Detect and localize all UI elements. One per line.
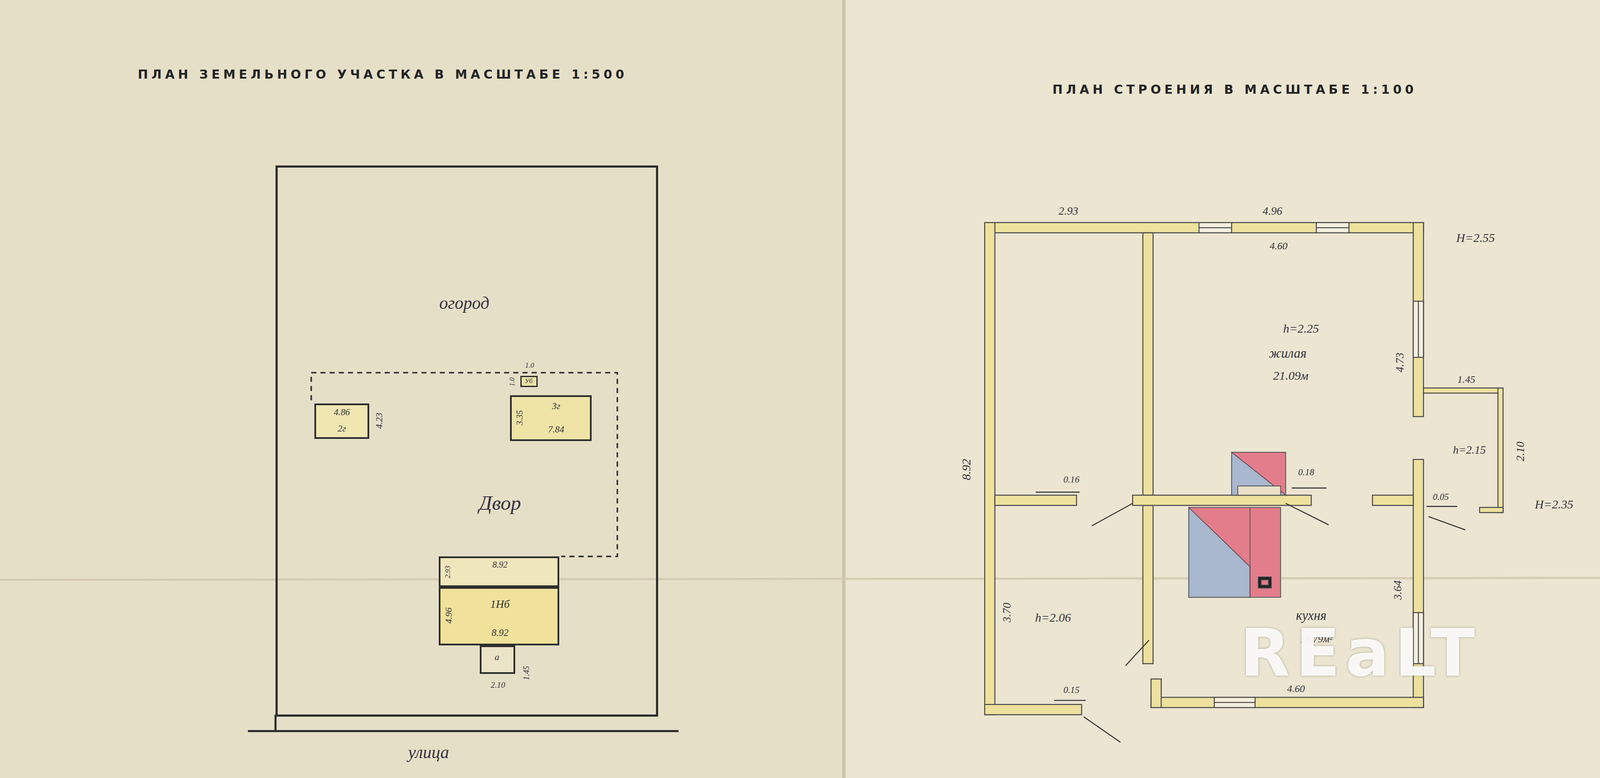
dimension-label: 0.16 — [1063, 475, 1080, 485]
box-label: 8.92 — [492, 560, 508, 569]
dimension-label: 2.10 — [491, 680, 506, 689]
room: h=2.06 — [994, 505, 1144, 700]
porch: а — [479, 645, 516, 674]
dimension-label: 3.64 — [1392, 579, 1404, 600]
dimension-label: 4.23 — [374, 412, 384, 429]
room-label: h=2.06 — [1035, 611, 1071, 624]
land-plot: 4.86 2г Уб 3.35 3г 7.84Двор 2.93 8.92 4.96 1Нб 8.9… — [275, 165, 659, 717]
dimension-label: 0.05 — [1432, 492, 1449, 502]
outbuilding: 3.35 3г 7.84 — [510, 395, 592, 441]
dimension-label: 0.15 — [1063, 685, 1080, 695]
dimension-label: H=2.55 — [1456, 231, 1495, 244]
stove — [1188, 452, 1286, 598]
room: h=2.25 жилая 21.09м — [1153, 232, 1414, 495]
dimension-label: H=2.35 — [1534, 497, 1574, 511]
dimension-label: 1.45 — [522, 665, 531, 680]
walls — [984, 222, 1503, 715]
dimension-label: 4.73 — [1394, 352, 1406, 372]
yard-boundary — [311, 372, 618, 557]
street-line — [247, 729, 679, 732]
paper-right — [843, 0, 1600, 778]
dimension-label: 2.10 — [1514, 441, 1527, 461]
fold-line — [0, 577, 1600, 580]
fold-line — [842, 0, 846, 778]
dimension-label: h=2.15 — [1453, 444, 1486, 456]
dimension-label: 8.92 — [960, 458, 973, 481]
dimension-label: улица — [408, 743, 450, 761]
dimension-label: 1.45 — [1457, 374, 1476, 385]
room-label: кухня — [1295, 608, 1327, 623]
plan-title: ПЛАН ЗЕМЕЛЬНОГО УЧАСТКА В МАСШТАБЕ 1:500 — [137, 68, 628, 81]
box-label: 7.84 — [548, 424, 564, 435]
plan-title: ПЛАН СТРОЕНИЯ В МАСШТАБЕ 1:100 — [1052, 83, 1417, 96]
leader-lines — [1035, 487, 1466, 743]
box-label: Уб — [524, 377, 533, 384]
box-label: 4.86 — [333, 407, 350, 417]
yard-area: 4.86 2г Уб 3.35 3г 7.84Двор — [311, 372, 618, 557]
watermark: REaLT — [1239, 620, 1481, 686]
paper-left — [0, 0, 844, 778]
box-label: 3.35 — [515, 409, 524, 425]
outbuilding: Уб — [520, 375, 538, 387]
house-block: 2.93 8.92 — [438, 556, 560, 587]
dimension-label: 1.0 — [508, 377, 517, 387]
box-label: огород — [439, 294, 490, 312]
box-label: 2г — [337, 424, 346, 434]
box-label: 2.93 — [444, 565, 452, 578]
outbuilding: 4.86 2г — [314, 403, 370, 440]
dimension-label: 1.0 — [525, 361, 535, 370]
plot-border — [274, 714, 277, 731]
box-label: 1Нб — [490, 598, 510, 610]
dimension-label: 0.18 — [1298, 468, 1315, 478]
box-label: 8.92 — [491, 627, 509, 638]
box-label: 4.96 — [444, 607, 454, 624]
house-block: 4.96 1Нб 8.92 — [438, 586, 560, 646]
dimension-label: 2.93 — [1058, 205, 1078, 217]
room-label: h=2.25 — [1283, 322, 1319, 335]
dimension-label: 4.96 — [1262, 205, 1283, 217]
box-label: Двор — [478, 493, 521, 514]
room-label: 21.09м — [1273, 369, 1309, 382]
box-label: 3г — [551, 401, 561, 411]
box-label: а — [494, 652, 500, 662]
dimension-label: 4.60 — [1269, 240, 1288, 252]
room-label: жилая — [1268, 346, 1307, 360]
dimension-label: 3.70 — [1001, 602, 1013, 622]
